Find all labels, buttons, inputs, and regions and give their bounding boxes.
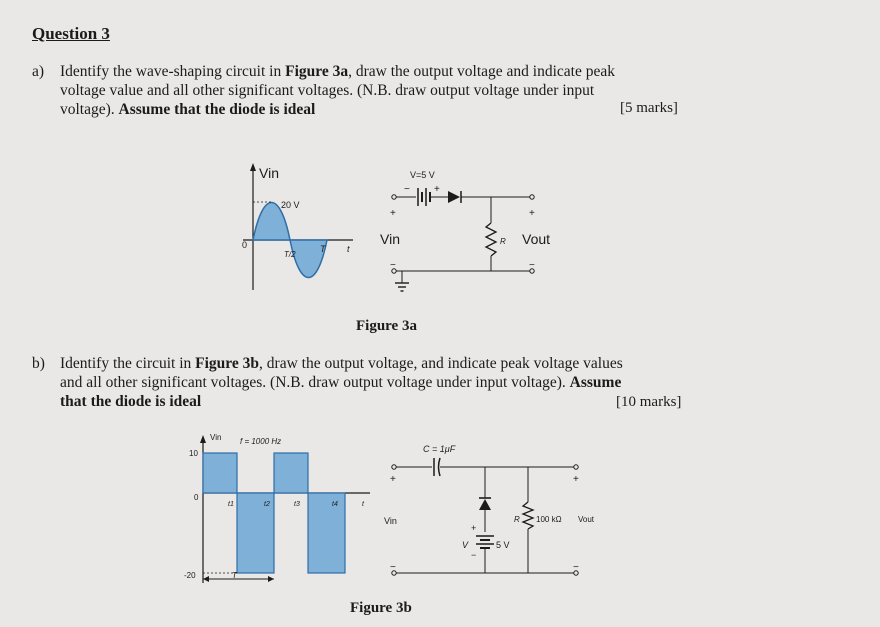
part-b-line2: and all other significant voltages. (N.B… — [60, 374, 622, 391]
input-terminal-top — [391, 194, 397, 200]
resistor-icon — [521, 501, 535, 530]
battery-minus: − — [404, 184, 410, 195]
t3-label: t3 — [294, 501, 300, 508]
pulse-low-2 — [307, 492, 346, 574]
out-plus: + — [529, 208, 535, 219]
part-b-line3: that the diode is ideal — [60, 392, 720, 411]
figure-3b-waveform: Vin f = 1000 Hz 10 0 -20 t1 t2 t3 t4 t T — [184, 433, 370, 583]
part-a-label: a) — [32, 63, 45, 80]
capacitor-plate-2 — [437, 457, 441, 477]
question-title: Question 3 — [32, 24, 110, 43]
part-a-marks: [5 marks] — [620, 100, 678, 116]
out-minus: − — [529, 260, 535, 271]
part-a-line1: Identify the wave-shaping circuit in Fig… — [60, 63, 615, 80]
output-label: Vout — [522, 231, 550, 247]
figure-3a-circuit: V=5 V − + + + R Vin Vout − − — [380, 170, 550, 292]
output-terminal-top — [529, 194, 535, 200]
t4-label: t4 — [332, 501, 338, 508]
part-b-label: b) — [32, 355, 45, 372]
battery-value: 5 V — [496, 540, 510, 550]
resistor-icon — [484, 222, 498, 257]
high-level-label: 10 — [189, 449, 198, 458]
zero-label: 0 — [194, 493, 199, 502]
out-plus: + — [573, 474, 579, 485]
y-axis-arrow — [200, 435, 206, 443]
input-terminal-top — [391, 464, 397, 470]
figure-3a-caption: Figure 3a — [356, 318, 417, 334]
sine-positive-half — [252, 202, 291, 241]
part-a-line3: voltage). Assume that the diode is ideal — [60, 101, 316, 118]
figure-3a-waveform: Vin 20 V 0 T/2 T t — [242, 163, 353, 290]
peak-label: 20 V — [281, 200, 300, 210]
time-label: t — [362, 501, 365, 508]
resistor-label: R — [500, 237, 506, 246]
half-period-label: T/2 — [284, 250, 296, 259]
output-label: Vout — [578, 515, 595, 524]
part-b-marks: [10 marks] — [616, 394, 682, 410]
capacitor-label: C = 1μF — [423, 444, 456, 454]
part-a-line2: voltage value and all other significant … — [60, 82, 595, 99]
part-a-text: a) Identify the wave-shaping circuit in … — [32, 62, 720, 119]
figure-3b-circuit: C = 1μF + + Vin + V 5 V − R 100 kΩ Vout … — [384, 444, 595, 576]
period-arrow-left — [203, 576, 209, 582]
battery-label: V=5 V — [410, 170, 435, 180]
battery-label: V — [462, 540, 469, 550]
pulse-low-1 — [236, 492, 275, 574]
bat-minus: − — [471, 550, 476, 560]
part-b-line1: Identify the circuit in Figure 3b, draw … — [60, 355, 623, 372]
in-minus: − — [390, 260, 396, 271]
origin-label: 0 — [242, 240, 247, 250]
figure-3a-ref: Figure 3a — [285, 63, 349, 80]
pulse-high-2 — [273, 452, 309, 494]
diode-icon — [479, 499, 491, 510]
freq-label: f = 1000 Hz — [240, 437, 281, 446]
battery-plus: + — [434, 184, 440, 195]
low-level-label: -20 — [184, 571, 196, 580]
input-label: Vin — [380, 231, 400, 247]
figure-3b-ref: Figure 3b — [195, 355, 260, 372]
bat-plus: + — [471, 523, 476, 533]
resistor-value: 100 kΩ — [536, 515, 562, 524]
t1-label: t1 — [228, 501, 234, 508]
in-plus: + — [390, 474, 396, 485]
figure-3b-caption: Figure 3b — [350, 600, 412, 616]
resistor-label: R — [514, 515, 520, 524]
vin-label: Vin — [210, 433, 221, 442]
output-terminal-bottom — [529, 268, 535, 274]
period-label: T — [320, 244, 327, 254]
in-minus: − — [390, 562, 396, 573]
sine-negative-half — [289, 239, 328, 278]
t2-label: t2 — [264, 501, 270, 508]
out-minus: − — [573, 562, 579, 573]
diode-icon — [448, 191, 460, 203]
output-terminal-top — [573, 464, 579, 470]
time-label: t — [347, 244, 350, 254]
y-axis-arrow — [250, 163, 256, 171]
in-plus: + — [390, 208, 396, 219]
period-label: T — [232, 571, 238, 580]
period-arrow-right — [268, 576, 274, 582]
vin-label: Vin — [259, 165, 279, 181]
pulse-high-1 — [202, 452, 238, 494]
part-b-text: b) Identify the circuit in Figure 3b, dr… — [32, 354, 720, 411]
output-terminal-bottom — [573, 570, 579, 576]
part-b-assumption: that the diode is ideal — [60, 393, 202, 410]
input-label: Vin — [384, 516, 397, 526]
part-a-assumption: Assume that the diode is ideal — [118, 101, 316, 118]
